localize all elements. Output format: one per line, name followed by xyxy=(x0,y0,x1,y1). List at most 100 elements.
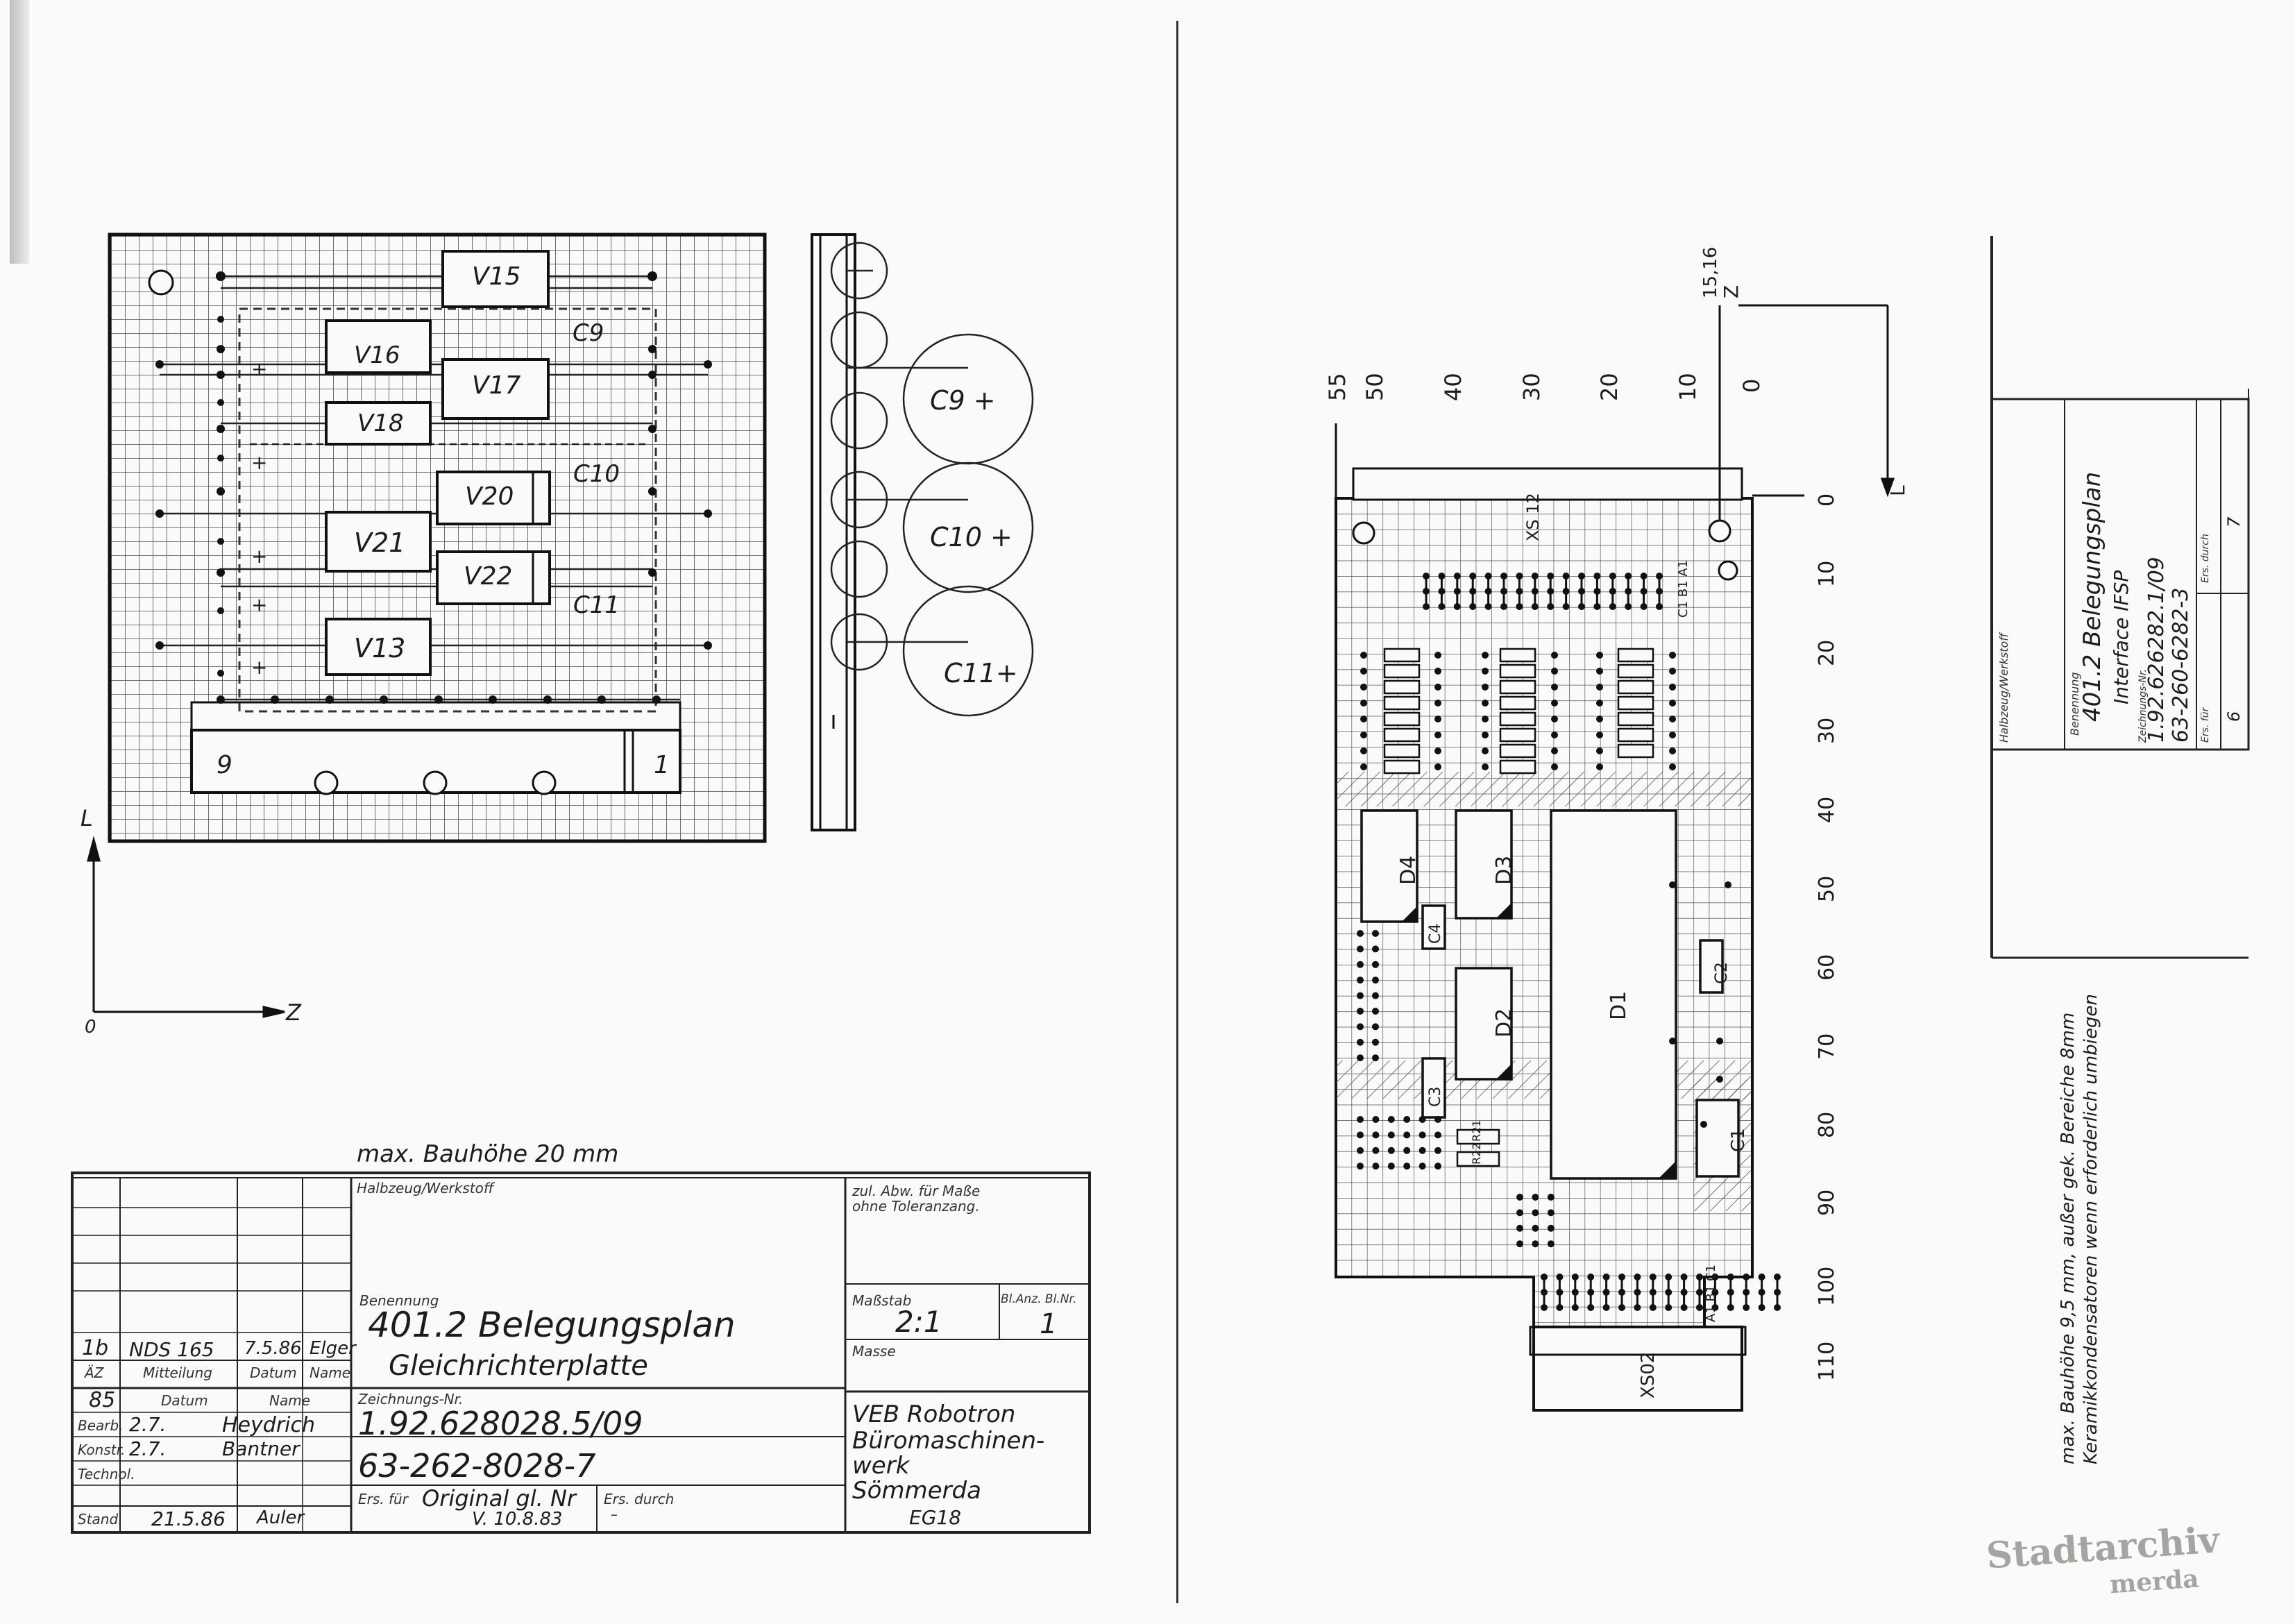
masse-label: Masse xyxy=(852,1343,896,1360)
technol-label: Technol. xyxy=(78,1466,135,1482)
label-plus-5: + xyxy=(251,656,268,679)
ic-d4 xyxy=(1360,809,1419,923)
stand-label: Stand. xyxy=(78,1511,123,1528)
label-v16: V16 xyxy=(354,341,400,369)
blatt-b-right: 7 xyxy=(2224,516,2244,527)
mitteilung-label: Mitteilung xyxy=(143,1364,212,1381)
ers-fuer-date: V. 10.8.83 xyxy=(472,1509,563,1530)
konstr-datum: 2.7. xyxy=(129,1437,167,1460)
zeichnung-nr-left: 1.92.628028.5/09 xyxy=(358,1405,643,1442)
drawing-subtitle-right: Interface IFSP xyxy=(2110,570,2133,704)
label-c9: C9 xyxy=(573,319,604,347)
cap-c1 xyxy=(1695,1099,1740,1178)
diode-v16 xyxy=(325,319,432,374)
rev-name: Elger xyxy=(310,1338,356,1359)
capacitor-c10-side xyxy=(902,462,1034,593)
halbzeug-label-left: Halbzeug/Werkstoff xyxy=(357,1180,494,1196)
axis-label-z: Z xyxy=(286,999,301,1026)
label-v15: V15 xyxy=(472,262,521,291)
stand-name: Auler xyxy=(257,1507,305,1528)
year-value: 85 xyxy=(89,1388,116,1412)
diode-v18 xyxy=(325,401,432,446)
drawing-title-right: 401.2 Belegungsplan xyxy=(2078,471,2106,722)
ers-durch-label-right: Ers. durch xyxy=(2200,534,2211,583)
tolerance-label: zul. Abw. für Maße ohne Toleranzang. xyxy=(852,1183,981,1215)
zeichnung-nr-right: 1.92.626282.1/09 xyxy=(2144,557,2169,743)
note-line-1: max. Bauhöhe 9,5 mm, außer gek. Bereiche… xyxy=(2058,1012,2078,1464)
benennung-label-left: Benennung xyxy=(359,1292,439,1309)
bearb-label: Bearb. xyxy=(78,1417,124,1434)
label-v13: V13 xyxy=(354,633,406,663)
cap-c4 xyxy=(1421,904,1446,950)
side-label-c11: C11+ xyxy=(944,658,1018,688)
scan-edge-shadow xyxy=(10,0,29,264)
rev-datum: 7.5.86 xyxy=(244,1338,302,1359)
side-label-c9: C9 + xyxy=(930,385,996,416)
zeichnung-label-left: Zeichnungs-Nr. xyxy=(358,1391,464,1407)
massstab-label: Maßstab xyxy=(852,1292,912,1309)
label-plus-3: + xyxy=(251,545,268,568)
max-height-note: max. Bauhöhe 20 mm xyxy=(357,1140,619,1168)
label-c10: C10 xyxy=(573,460,620,488)
datum-label-2: Datum xyxy=(161,1392,208,1409)
drawing-title-left: 401.2 Belegungsplan xyxy=(368,1305,736,1345)
title-block-left-frame xyxy=(71,1172,1091,1534)
side-label-c10: C10 + xyxy=(930,522,1013,552)
halbzeug-label-right: Halbzeug/Werkstoff xyxy=(1997,633,2010,743)
ers-fuer-value: Original gl. Nr xyxy=(422,1485,577,1512)
datum-label: Datum xyxy=(250,1364,297,1381)
connector-strip xyxy=(190,701,681,731)
blatt-a-right: 6 xyxy=(2224,711,2244,722)
ers-durch-value: – xyxy=(611,1506,618,1523)
az-label: ÄZ xyxy=(85,1364,104,1381)
label-v21: V21 xyxy=(354,527,406,558)
blatt-label: Bl.Anz. Bl.Nr. xyxy=(1001,1292,1077,1306)
diode-v20 xyxy=(436,471,551,525)
sach-nr-left: 63-262-8028-7 xyxy=(358,1447,596,1485)
note-line-2: Keramikkondensatoren wenn erforderlich u… xyxy=(2081,994,2101,1464)
label-v22: V22 xyxy=(464,562,513,591)
company-line-2: Büromaschinen- xyxy=(852,1427,1045,1455)
label-plus-4: + xyxy=(251,593,268,616)
diode-v21 xyxy=(325,511,432,573)
label-c11: C11 xyxy=(573,591,620,619)
bearb-datum: 2.7. xyxy=(129,1413,167,1436)
drawing-subtitle-left: Gleichrichterplatte xyxy=(389,1350,648,1382)
label-plus-2: + xyxy=(251,451,268,474)
label-plus-1: + xyxy=(251,357,268,380)
konstr-label: Konstr. xyxy=(78,1441,126,1458)
axis-label-l: L xyxy=(81,805,93,831)
cap-c2 xyxy=(1699,939,1724,994)
name-label-2: Name xyxy=(269,1392,311,1409)
label-v18: V18 xyxy=(357,409,404,437)
name-label: Name xyxy=(310,1364,351,1381)
diode-v15 xyxy=(441,250,550,308)
company-line-1: VEB Robotron xyxy=(852,1401,1016,1428)
diode-v13 xyxy=(325,618,432,676)
ic-d3 xyxy=(1455,809,1513,920)
stand-datum: 21.5.86 xyxy=(151,1507,226,1530)
connector-label-1: 1 xyxy=(654,751,670,779)
label-v20: V20 xyxy=(465,482,514,511)
bearb-name: Heydrich xyxy=(222,1413,315,1437)
konstr-name: Bantner xyxy=(222,1437,300,1460)
sach-nr-right: 63-260-6282-3 xyxy=(2169,587,2193,743)
rev-mitteilung: NDS 165 xyxy=(129,1338,214,1361)
archive-stamp-line-2: merda xyxy=(2108,1564,2200,1600)
rectifier-board-layout xyxy=(87,232,1034,1018)
cap-c3 xyxy=(1421,1057,1446,1119)
ic-d2 xyxy=(1455,967,1513,1081)
massstab-value: 2:1 xyxy=(895,1305,942,1339)
company-line-3: werk xyxy=(852,1452,910,1480)
capacitor-c11-side xyxy=(902,585,1034,717)
label-v17: V17 xyxy=(472,371,521,400)
ic-d1 xyxy=(1550,809,1677,1180)
ers-durch-label: Ers. durch xyxy=(604,1491,675,1507)
ers-fuer-label: Ers. für xyxy=(358,1491,408,1507)
page-fold-line xyxy=(1176,21,1178,1603)
diode-v17 xyxy=(441,358,550,420)
blatt-nr: 1 xyxy=(1040,1308,1058,1340)
ers-label-right: Ers. für xyxy=(2200,707,2211,743)
